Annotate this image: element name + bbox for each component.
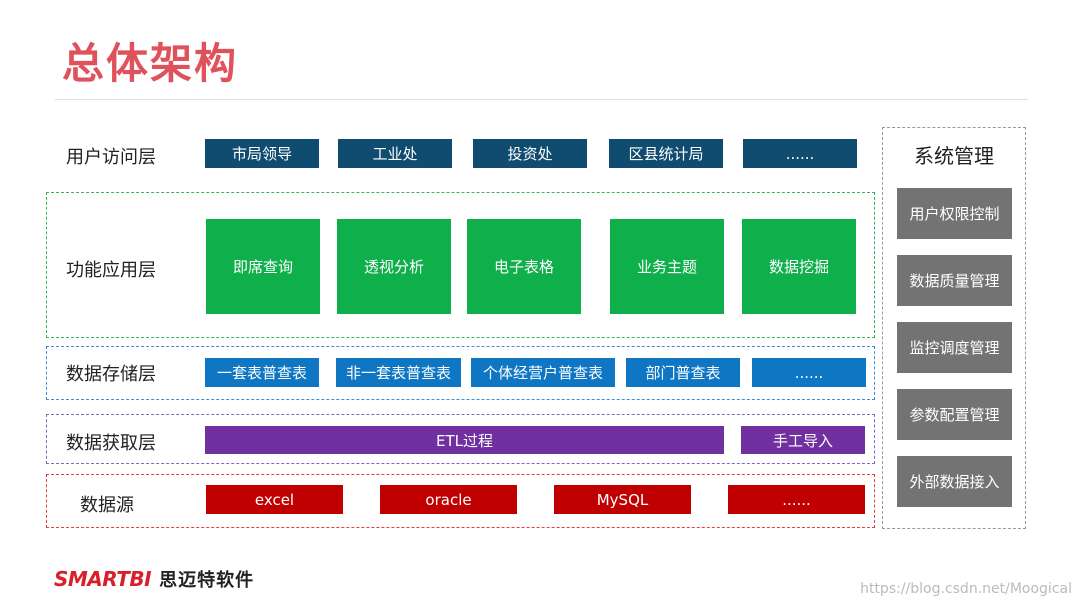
layer-label-source: 数据源 — [80, 495, 134, 516]
function-box-1: 即席查询 — [206, 219, 320, 314]
system-box-5: 外部数据接入 — [897, 456, 1012, 507]
etl-process-box: ETL过程 — [205, 426, 724, 454]
function-box-4: 业务主题 — [610, 219, 724, 314]
company-logo: SMARTBI 思迈特软件 — [54, 566, 254, 592]
manual-import-box: 手工导入 — [741, 426, 865, 454]
storage-box-1: 一套表普查表 — [205, 358, 319, 387]
function-layer-frame — [46, 192, 875, 338]
title-divider — [55, 99, 1028, 100]
function-box-2: 透视分析 — [337, 219, 451, 314]
access-box-3: 投资处 — [473, 139, 587, 168]
system-box-2: 数据质量管理 — [897, 255, 1012, 306]
access-box-2: 工业处 — [338, 139, 452, 168]
layer-label-acquire: 数据获取层 — [66, 433, 156, 454]
access-box-4: 区县统计局 — [609, 139, 723, 168]
system-management-title: 系统管理 — [914, 144, 994, 168]
source-box-oracle: oracle — [380, 485, 517, 514]
storage-box-2: 非一套表普查表 — [336, 358, 461, 387]
source-box-excel: excel — [206, 485, 343, 514]
acquire-layer-frame — [46, 414, 875, 464]
system-box-3: 监控调度管理 — [897, 322, 1012, 373]
layer-label-access: 用户访问层 — [66, 147, 156, 168]
layer-label-storage: 数据存储层 — [66, 364, 156, 385]
function-box-5: 数据挖掘 — [742, 219, 856, 314]
logo-brand: SMARTBI — [54, 567, 152, 591]
system-management-frame — [882, 127, 1026, 529]
layer-label-function: 功能应用层 — [66, 260, 156, 281]
access-box-1: 市局领导 — [205, 139, 319, 168]
access-box-5: ...... — [743, 139, 857, 168]
storage-box-3: 个体经营户普查表 — [471, 358, 615, 387]
system-box-4: 参数配置管理 — [897, 389, 1012, 440]
logo-chinese-name: 思迈特软件 — [159, 570, 255, 591]
system-box-1: 用户权限控制 — [897, 188, 1012, 239]
storage-box-4: 部门普查表 — [626, 358, 740, 387]
watermark-url: https://blog.csdn.net/Moogical — [860, 581, 1072, 597]
source-layer-frame — [46, 474, 875, 528]
function-box-3: 电子表格 — [467, 219, 581, 314]
storage-layer-frame — [46, 346, 875, 400]
source-box-more: ...... — [728, 485, 865, 514]
page-title: 总体架构 — [62, 39, 239, 88]
storage-box-5: ...... — [752, 358, 866, 387]
source-box-mysql: MySQL — [554, 485, 691, 514]
